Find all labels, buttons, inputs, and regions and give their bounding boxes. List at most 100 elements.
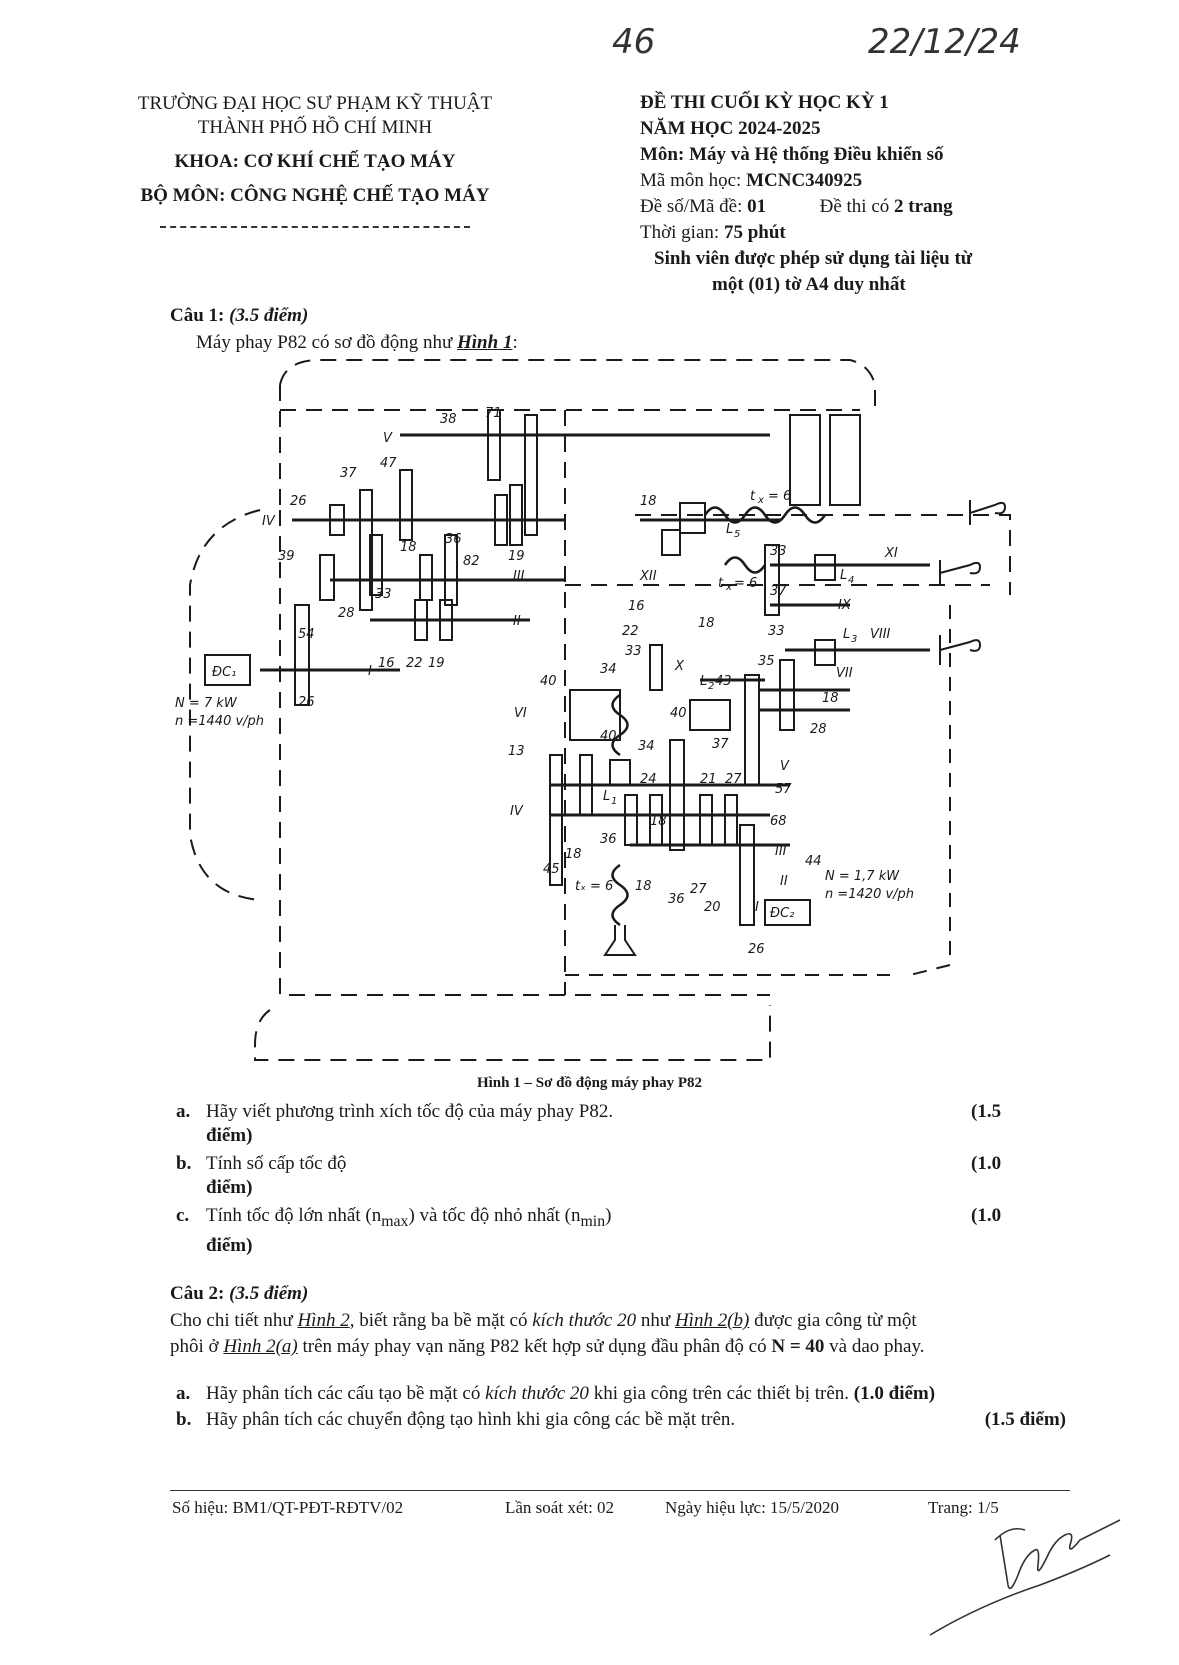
svg-text:II: II xyxy=(780,874,788,889)
department-name: BỘ MÔN: CÔNG NGHỆ CHẾ TẠO MÁY xyxy=(140,185,490,206)
svg-text:57: 57 xyxy=(775,782,792,797)
svg-text:22: 22 xyxy=(406,656,423,671)
svg-text:36: 36 xyxy=(668,892,685,907)
question1-title: Câu 1: (3.5 điểm) xyxy=(170,305,309,326)
motor2-power: N = 1,7 kW xyxy=(825,869,900,884)
faculty-name: KHOA: CƠ KHÍ CHẾ TẠO MÁY xyxy=(174,151,456,172)
exam-note-line2: một (01) tờ A4 duy nhất xyxy=(712,274,906,295)
svg-text:XII: XII xyxy=(639,569,657,584)
svg-text:82: 82 xyxy=(463,554,480,569)
svg-text:18: 18 xyxy=(650,814,667,829)
exam-course-code: Mã môn học: MCNC340925 xyxy=(640,170,863,191)
motor2-speed: n =1420 v/ph xyxy=(825,887,914,902)
motor1-power: N = 7 kW xyxy=(175,696,238,711)
svg-text:27: 27 xyxy=(690,882,707,897)
school-name-line2: THÀNH PHỐ HỒ CHÍ MINH xyxy=(197,117,433,138)
svg-text:20: 20 xyxy=(704,900,721,915)
school-name-line1: TRƯỜNG ĐẠI HỌC SƯ PHẠM KỸ THUẬT xyxy=(137,93,493,114)
svg-text:4: 4 xyxy=(848,575,854,586)
svg-text:40: 40 xyxy=(600,729,617,744)
shaft-label-v-top: V xyxy=(383,431,393,446)
svg-text:18: 18 xyxy=(635,879,652,894)
svg-text:39: 39 xyxy=(278,549,295,564)
school-header: TRƯỜNG ĐẠI HỌC SƯ PHẠM KỸ THUẬT THÀNH PH… xyxy=(110,92,520,228)
shaft-label-i: I xyxy=(368,664,372,679)
svg-text:1: 1 xyxy=(611,796,617,807)
svg-text:26: 26 xyxy=(298,695,315,710)
svg-text:18: 18 xyxy=(698,616,715,631)
question2-paragraph: Cho chi tiết như Hình 2, biết rằng ba bề… xyxy=(170,1310,925,1357)
svg-text:X: X xyxy=(674,659,685,674)
svg-text:37: 37 xyxy=(770,584,787,599)
svg-text:t: t xyxy=(750,489,756,504)
footer-revision: Lần soát xét: 02 xyxy=(505,1498,615,1517)
svg-text:36: 36 xyxy=(600,832,617,847)
svg-text:43: 43 xyxy=(715,674,732,689)
svg-text:19: 19 xyxy=(508,549,525,564)
svg-text:24: 24 xyxy=(640,772,657,787)
svg-text:t: t xyxy=(718,576,724,591)
exam-time: Thời gian: 75 phút xyxy=(640,222,786,243)
svg-text:21: 21 xyxy=(700,772,717,787)
svg-text:L: L xyxy=(726,522,733,537)
svg-text:37: 37 xyxy=(340,466,357,481)
header-divider xyxy=(160,226,470,228)
svg-text:XI: XI xyxy=(884,546,898,561)
motor1-label: ĐC₁ xyxy=(212,665,236,680)
svg-text:47: 47 xyxy=(380,456,397,471)
svg-text:35: 35 xyxy=(758,654,775,669)
svg-text:III: III xyxy=(775,844,787,859)
pitch-label: tₓ = 6 xyxy=(575,879,613,894)
svg-text:16: 16 xyxy=(628,599,645,614)
footer-divider xyxy=(170,1490,1070,1491)
svg-text:19: 19 xyxy=(428,656,445,671)
shaft-label-ii: II xyxy=(513,614,521,629)
motor1-speed: n =1440 v/ph xyxy=(175,714,264,729)
svg-text:VI: VI xyxy=(514,706,527,721)
svg-text:3: 3 xyxy=(851,634,857,645)
svg-text:34: 34 xyxy=(638,739,655,754)
svg-text:VII: VII xyxy=(836,666,853,681)
question2-title: Câu 2: (3.5 điểm) xyxy=(170,1283,309,1304)
question2-item-b: b.Hãy phân tích các chuyển động tạo hình… xyxy=(176,1409,1066,1430)
shaft-label-iii: III xyxy=(513,569,525,584)
svg-text:26: 26 xyxy=(748,942,765,957)
exam-title: ĐỀ THI CUỐI KỲ HỌC KỲ 1 xyxy=(640,92,889,113)
svg-text:22: 22 xyxy=(622,624,639,639)
motor2-label: ĐC₂ xyxy=(770,906,794,921)
signature xyxy=(929,1519,1121,1636)
svg-text:x: x xyxy=(757,495,764,506)
svg-text:28: 28 xyxy=(810,722,827,737)
svg-text:33: 33 xyxy=(768,624,785,639)
exam-subject: Môn: Máy và Hệ thống Điều khiển số xyxy=(640,144,944,165)
svg-text:16: 16 xyxy=(378,656,395,671)
svg-text:x: x xyxy=(725,582,732,593)
question1-item-b: b.Tính số cấp tốc độ (1.0 điểm) xyxy=(176,1153,1002,1198)
svg-text:= 6: = 6 xyxy=(734,576,757,591)
shaft-label-iv: IV xyxy=(262,514,276,529)
svg-text:71: 71 xyxy=(485,406,502,421)
svg-text:VIII: VIII xyxy=(870,627,891,642)
svg-text:18: 18 xyxy=(565,847,582,862)
exam-header: ĐỀ THI CUỐI KỲ HỌC KỲ 1 NĂM HỌC 2024-202… xyxy=(640,90,1110,298)
figure1-caption: Hình 1 – Sơ đồ động máy phay P82 xyxy=(476,1075,703,1091)
question1-intro: Máy phay P82 có sơ đồ động như Hình 1: xyxy=(196,332,518,353)
svg-text:37: 37 xyxy=(712,737,729,752)
svg-text:5: 5 xyxy=(734,529,740,540)
svg-text:40: 40 xyxy=(540,674,557,689)
footer-effective-date: Ngày hiệu lực: 15/5/2020 xyxy=(665,1498,839,1517)
question1-item-c: c.Tính tốc độ lớn nhất (nmax) và tốc độ … xyxy=(176,1205,1002,1256)
svg-text:2: 2 xyxy=(708,681,714,692)
svg-text:28: 28 xyxy=(338,606,355,621)
exam-note-line1: Sinh viên được phép sử dụng tài liệu từ xyxy=(654,248,973,269)
svg-text:18: 18 xyxy=(822,691,839,706)
svg-text:33: 33 xyxy=(770,544,787,559)
svg-text:L: L xyxy=(700,674,707,689)
footer-code: Số hiệu: BM1/QT-PĐT-RĐTV/02 xyxy=(172,1498,404,1517)
question2-item-a: a.Hãy phân tích các cấu tạo bề mặt có kí… xyxy=(176,1383,936,1404)
question1-item-a: a.Hãy viết phương trình xích tốc độ của … xyxy=(176,1101,1002,1146)
handwritten-code: 46 xyxy=(612,22,656,62)
svg-text:68: 68 xyxy=(770,814,787,829)
svg-text:45: 45 xyxy=(543,862,560,877)
